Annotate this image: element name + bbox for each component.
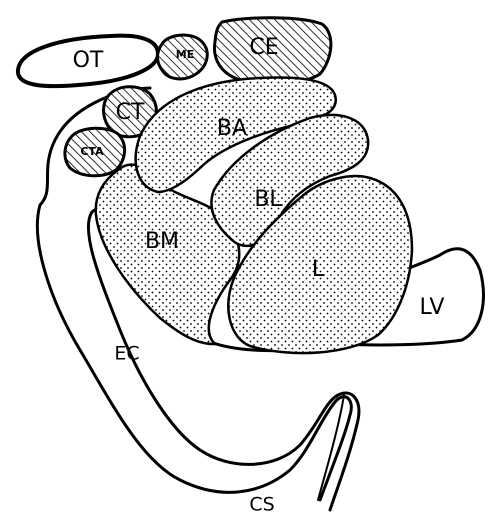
label-ct: CT xyxy=(116,100,145,125)
label-ec: EC xyxy=(114,343,139,365)
label-l: L xyxy=(312,257,325,282)
label-lv: LV xyxy=(420,295,445,320)
label-cs: CS xyxy=(249,494,274,516)
label-ce: CE xyxy=(249,35,278,60)
label-ot: OT xyxy=(73,48,104,73)
label-bm: BM xyxy=(145,229,179,254)
label-me: ME xyxy=(176,48,194,61)
label-bl: BL xyxy=(254,187,282,212)
label-ba: BA xyxy=(217,116,247,141)
label-cta: CTA xyxy=(80,145,104,158)
